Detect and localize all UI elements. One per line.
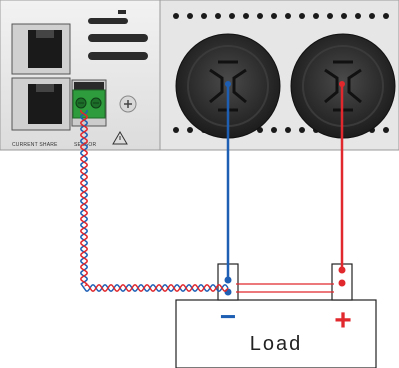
vent-hole [173,127,179,133]
vent-hole [257,13,263,19]
load-positive-terminal[interactable] [331,263,353,301]
sense-connector[interactable] [71,79,107,127]
load-box: Load − + [175,299,377,368]
negative-power-wire [225,81,231,280]
vent-hole [229,13,235,19]
minus-sign: − [220,301,236,332]
vent-hole [383,127,389,133]
vent-hole [243,13,249,19]
rear-panel: CURRENT SHARE SENSOR [0,0,161,151]
screw-icon [119,95,137,113]
load-label: Load [250,333,303,355]
current-share-port-top[interactable] [11,23,71,75]
vent-hole [299,127,305,133]
vent-hole [285,13,291,19]
vent-hole [271,13,277,19]
vent-hole [327,13,333,19]
vent-hole [285,127,291,133]
vent-hole [341,13,347,19]
vent-hole [187,13,193,19]
vent-hole [215,13,221,19]
warning-triangle-icon [112,131,128,145]
vent-hole [271,127,277,133]
vent-hole [187,127,193,133]
output-panel [159,0,399,151]
vent-slot [118,10,126,14]
vent-hole [313,13,319,19]
positive-power-wire [339,81,345,270]
load-negative-terminal[interactable] [217,263,239,301]
vent-hole [201,13,207,19]
sense-twisted-pair [79,109,334,293]
vent-hole [355,13,361,19]
vent-hole [369,13,375,19]
vent-slot [88,34,148,42]
current-share-port-bottom[interactable] [11,77,71,131]
vent-hole [299,13,305,19]
vent-holes-top [173,13,389,19]
current-share-label: CURRENT SHARE [12,142,58,148]
plus-sign: + [334,304,352,337]
vent-slot [88,18,128,24]
vent-hole [173,13,179,19]
vent-hole [383,13,389,19]
vent-slot [88,52,148,60]
